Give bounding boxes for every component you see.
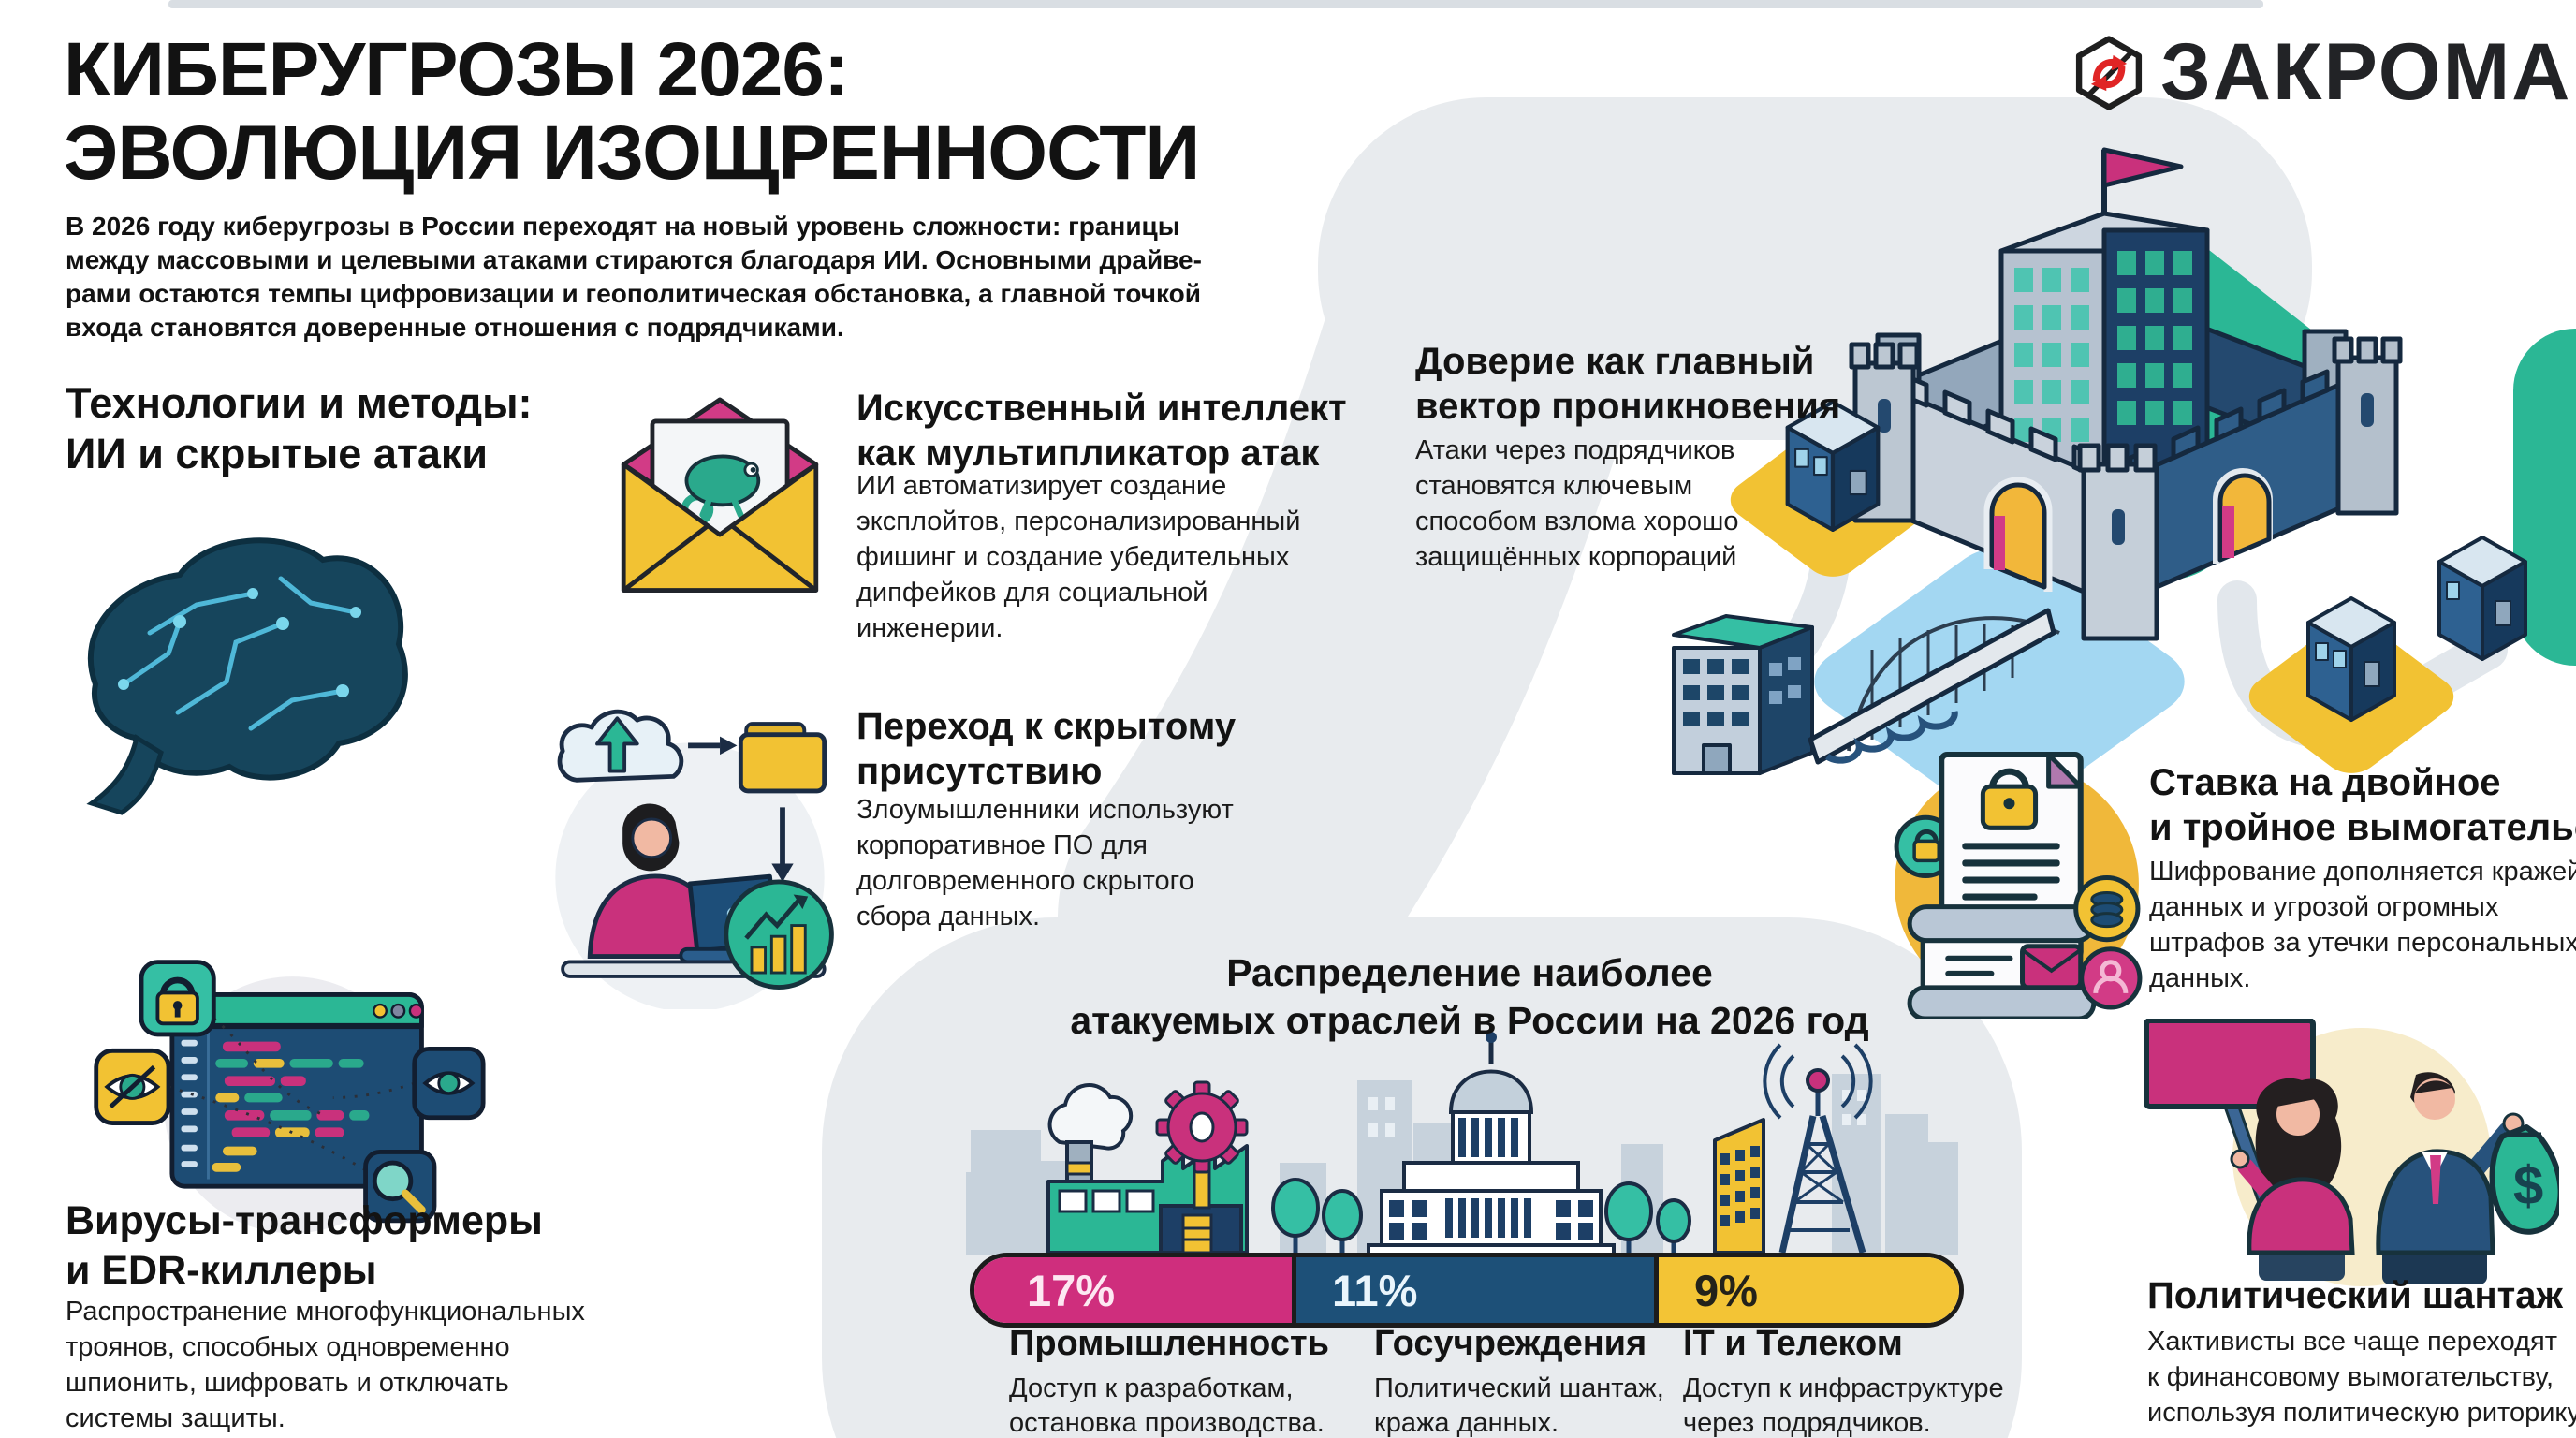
intro-line: рами остаются темпы цифровизации и геопо… [66, 279, 1201, 308]
card-body-line: способом взлома хорошо [1415, 506, 1739, 536]
card-title-line: Ставка на двойное [2149, 762, 2501, 803]
chart-title-line: Распределение наиболее [1226, 951, 1713, 994]
page-title-line1: КИБЕРУГРОЗЫ 2026: [64, 27, 849, 112]
brand-name: ЗАКРОМА [2160, 27, 2572, 117]
card-body-line: ИИ автоматизирует создание [856, 471, 1227, 501]
section-heading-line: ИИ и скрытые атаки [66, 430, 489, 477]
card-body-line: данных и угрозой огромных [2149, 892, 2499, 922]
card-body-line: эксплойтов, персонализированный [856, 506, 1301, 536]
category-label: IT и Телеком [1683, 1324, 1903, 1363]
category-description: Политический шантаж, кража данных. [1374, 1373, 1664, 1438]
card-body-line: Атаки через подрядчиков [1415, 435, 1735, 465]
ai-brain-illustration [86, 537, 408, 815]
card-title-line: и EDR-киллеры [66, 1248, 377, 1293]
card-body-line: троянов, способных одновременно [66, 1332, 510, 1362]
card-title-line: Вирусы-трансформеры [66, 1198, 543, 1243]
card-body-line: шпионить, шифровать и отключать [66, 1368, 509, 1398]
card-title-stealth: Переход к скрытому присутствию [856, 704, 1236, 794]
card-title-line: Переход к скрытому [856, 706, 1237, 747]
card-body-line: долговременного скрытого [856, 866, 1194, 896]
card-title-line: Искусственный интеллект [856, 388, 1347, 429]
hexagon-arrows-icon [2075, 35, 2143, 110]
card-body-line: Распространение многофункциональных [66, 1297, 585, 1327]
card-body-trust: Атаки через подрядчиков становятся ключе… [1415, 433, 1739, 575]
bar-value-label: 11% [1332, 1265, 1418, 1315]
bar-category-industry: Промышленность Доступ к разработкам, ост… [1009, 1324, 1329, 1438]
card-body-line: инженерии. [856, 613, 1003, 643]
card-title-ai: Искусственный интеллект как мультипликат… [856, 386, 1347, 476]
card-body-line: к финансовому вымогательству, [2147, 1362, 2554, 1392]
bar-segment-government: 11% [1292, 1257, 1654, 1323]
card-body-line: сбора данных. [856, 902, 1041, 932]
card-title-line: вектор проникновения [1415, 386, 1841, 427]
card-body-line: защищённых корпораций [1415, 542, 1737, 572]
bar-value-label: 9% [1694, 1265, 1758, 1315]
card-title-line: Доверие как главный [1415, 341, 1815, 382]
ransom-note-icon [1894, 752, 2143, 1019]
card-title-ransom: Ставка на двойное и тройное вымогательст… [2149, 760, 2576, 850]
card-body-line: используя политическую риторику. [2147, 1398, 2576, 1428]
industry-attack-bar: 17% 11% 9% [970, 1253, 1964, 1328]
card-title-line: присутствию [856, 751, 1103, 792]
card-body-line: штрафов за утечки персональных [2149, 928, 2576, 958]
card-body-ai: ИИ автоматизирует создание эксплойтов, п… [856, 468, 1300, 646]
card-body-line: становятся ключевым [1415, 471, 1693, 501]
category-description: Доступ к разработкам, остановка производ… [1009, 1373, 1325, 1438]
chart-title-line: атакуемых отраслей в России на 2026 год [1070, 999, 1869, 1042]
card-body-line: данных. [2149, 963, 2251, 993]
intro-line: между массовыми и целевыми атаками стира… [66, 245, 1202, 274]
hacktivists-icon: $ [2144, 1019, 2559, 1286]
malware-code-window [94, 960, 486, 1234]
intro-paragraph: В 2026 году киберугрозы в России переход… [66, 210, 1202, 345]
bar-value-label: 17% [1027, 1265, 1116, 1315]
intro-line: входа становятся доверенные отношения с … [66, 313, 844, 342]
bar-category-it-telecom: IT и Телеком Доступ к инфраструктуре чер… [1683, 1324, 2004, 1438]
category-label: Промышленность [1009, 1324, 1329, 1363]
card-body-line: фишинг и создание убедительных [856, 542, 1290, 572]
city-skyline-illustration [966, 1032, 1958, 1255]
card-title-trust: Доверие как главный вектор проникновения [1415, 339, 1840, 429]
page-title-line2: ЭВОЛЮЦИЯ ИЗОЩРЕННОСТИ [64, 110, 1200, 196]
card-body-line: системы защиты. [66, 1403, 285, 1433]
card-body-line: корпоративное ПО для [856, 830, 1148, 860]
section-heading-line: Технологии и методы: [66, 379, 533, 427]
card-title-protest: Политический шантаж [2147, 1273, 2563, 1318]
category-label: Госучреждения [1374, 1324, 1647, 1363]
intro-line: В 2026 году киберугрозы в России переход… [66, 212, 1180, 241]
castle-supply-chain-illustration [1672, 147, 2576, 805]
card-body-line: Шифрование дополняется кражей [2149, 857, 2576, 887]
card-body-virus: Распространение многофункциональных троя… [66, 1294, 585, 1436]
bar-segment-industry: 17% [974, 1257, 1292, 1323]
bar-segment-it-telecom: 9% [1654, 1257, 1959, 1323]
cloud-exfiltration-icon [555, 709, 834, 1009]
card-body-ransom: Шифрование дополняется кражей данных и у… [2149, 854, 2576, 996]
card-body-protest: Хактивисты все чаще переходят к финансов… [2147, 1324, 2576, 1431]
card-title-line: как мультипликатор атак [856, 433, 1320, 474]
card-body-line: Хактивисты все чаще переходят [2147, 1327, 2558, 1357]
page-title: КИБЕРУГРОЗЫ 2026: ЭВОЛЮЦИЯ ИЗОЩРЕННОСТИ [64, 27, 1200, 196]
section-heading-tech: Технологии и методы: ИИ и скрытые атаки [66, 378, 533, 479]
chart-title: Распределение наиболее атакуемых отрасле… [1048, 949, 1891, 1045]
card-body-stealth: Злоумышленники используют корпоративное … [856, 792, 1234, 934]
brand-logo: ЗАКРОМА [2071, 26, 2571, 119]
bar-category-government: Госучреждения Политический шантаж, кража… [1374, 1324, 1664, 1438]
envelope-chameleon-icon [621, 397, 819, 593]
card-body-line: Злоумышленники используют [856, 795, 1234, 825]
card-title-virus: Вирусы-трансформеры и EDR-киллеры [66, 1196, 543, 1296]
svg-text:$: $ [2513, 1155, 2543, 1216]
card-body-line: дипфейков для социальной [856, 578, 1208, 608]
category-description: Доступ к инфраструктуре через подрядчико… [1683, 1373, 2004, 1438]
card-title-line: Политический шантаж [2147, 1275, 2563, 1316]
card-title-line: и тройное вымогательство [2149, 807, 2576, 848]
